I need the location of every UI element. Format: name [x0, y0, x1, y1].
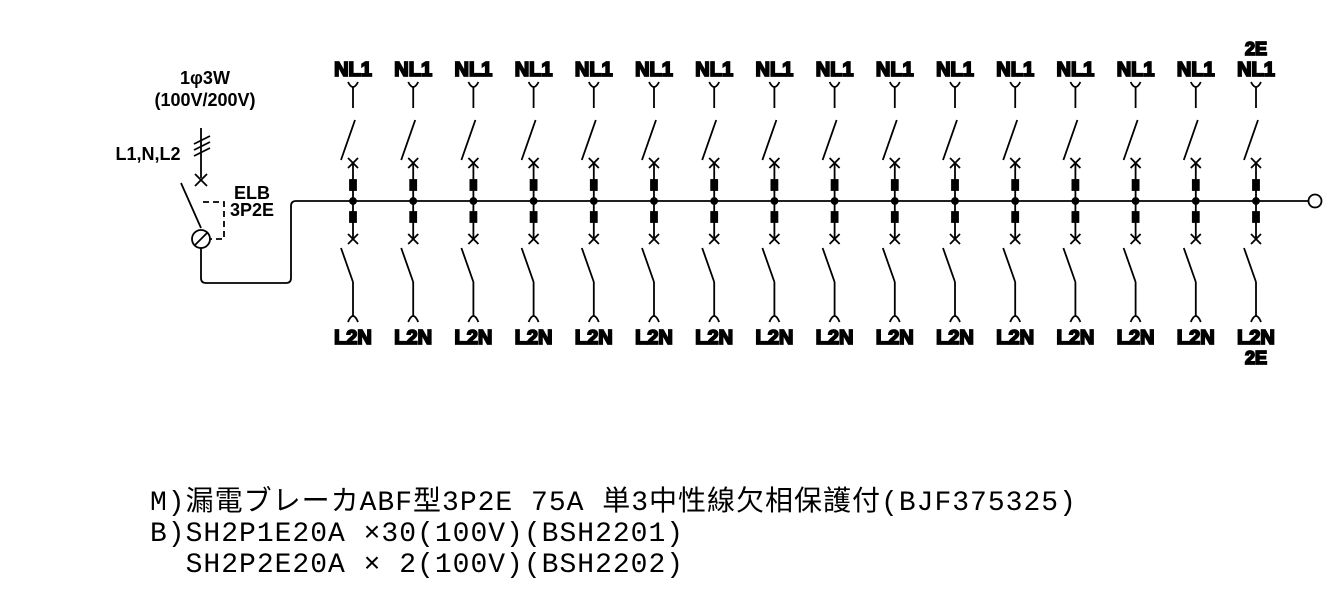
supply-lines-label: L1,N,L2	[115, 144, 180, 164]
spec-line-main: M)漏電ブレーカABF型3P2E 75A 単3中性線欠相保護付(BJF37532…	[150, 485, 1077, 519]
branch-circuits: NL1L2NNL1L2NNL1L2NNL1L2NNL1L2NNL1L2NNL1L…	[333, 38, 1276, 369]
branch-bottom-label: L2N	[876, 327, 914, 349]
branch-top-label: NL1	[1117, 59, 1155, 81]
branch-bottom-label: L2N	[635, 327, 673, 349]
branch-bottom-label: L2N	[936, 327, 974, 349]
branch-top-label: NL1	[996, 59, 1034, 81]
branch-top-label: NL1	[635, 59, 673, 81]
branch-bottom-label: L2N	[996, 327, 1034, 349]
branch-bottom-label: L2N	[515, 327, 553, 349]
branch-bottom-label: L2N	[334, 327, 372, 349]
spec-line-branch-2: SH2P2E20A × 2(100V)(BSH2202)	[150, 550, 684, 581]
branch-bottom-label: L2N	[695, 327, 733, 349]
branch-top-label: NL1	[876, 59, 914, 81]
branch-bottom-label: L2N	[1177, 327, 1215, 349]
branch-bottom-label: L2N	[816, 327, 854, 349]
spec-line-branch-1: B)SH2P1E20A ×30(100V)(BSH2201)	[150, 519, 684, 550]
supply-voltage-label: (100V/200V)	[154, 90, 255, 110]
branch-top-label: NL1	[334, 59, 372, 81]
supply-phase-label: 1φ3W	[180, 68, 230, 88]
branch-top-label: NL1	[455, 59, 493, 81]
elb-poles-label: 3P2E	[230, 200, 274, 220]
branch-top-label: NL1	[695, 59, 733, 81]
branch-top-label: NL1	[1177, 59, 1215, 81]
branch-top-label: NL1	[1057, 59, 1095, 81]
branch-top-label: NL1	[515, 59, 553, 81]
branch-top-extra-label: 2E	[1245, 39, 1267, 59]
branch-bottom-label: L2N	[756, 327, 794, 349]
branch-bottom-label: L2N	[575, 327, 613, 349]
elb-label: ELB	[234, 183, 270, 203]
branch-top-label: NL1	[816, 59, 854, 81]
incoming-feed	[180, 128, 1323, 284]
branch-bottom-label: L2N	[1237, 327, 1275, 349]
branch-bottom-label: L2N	[1117, 327, 1155, 349]
branch-top-label: NL1	[394, 59, 432, 81]
branch-bottom-label: L2N	[455, 327, 493, 349]
branch-bottom-label: L2N	[394, 327, 432, 349]
branch-top-label: NL1	[936, 59, 974, 81]
branch-bottom-extra-label: 2E	[1245, 348, 1267, 368]
branch-top-label: NL1	[1237, 59, 1275, 81]
branch-top-label: NL1	[575, 59, 613, 81]
branch-bottom-label: L2N	[1057, 327, 1095, 349]
branch-top-label: NL1	[756, 59, 794, 81]
